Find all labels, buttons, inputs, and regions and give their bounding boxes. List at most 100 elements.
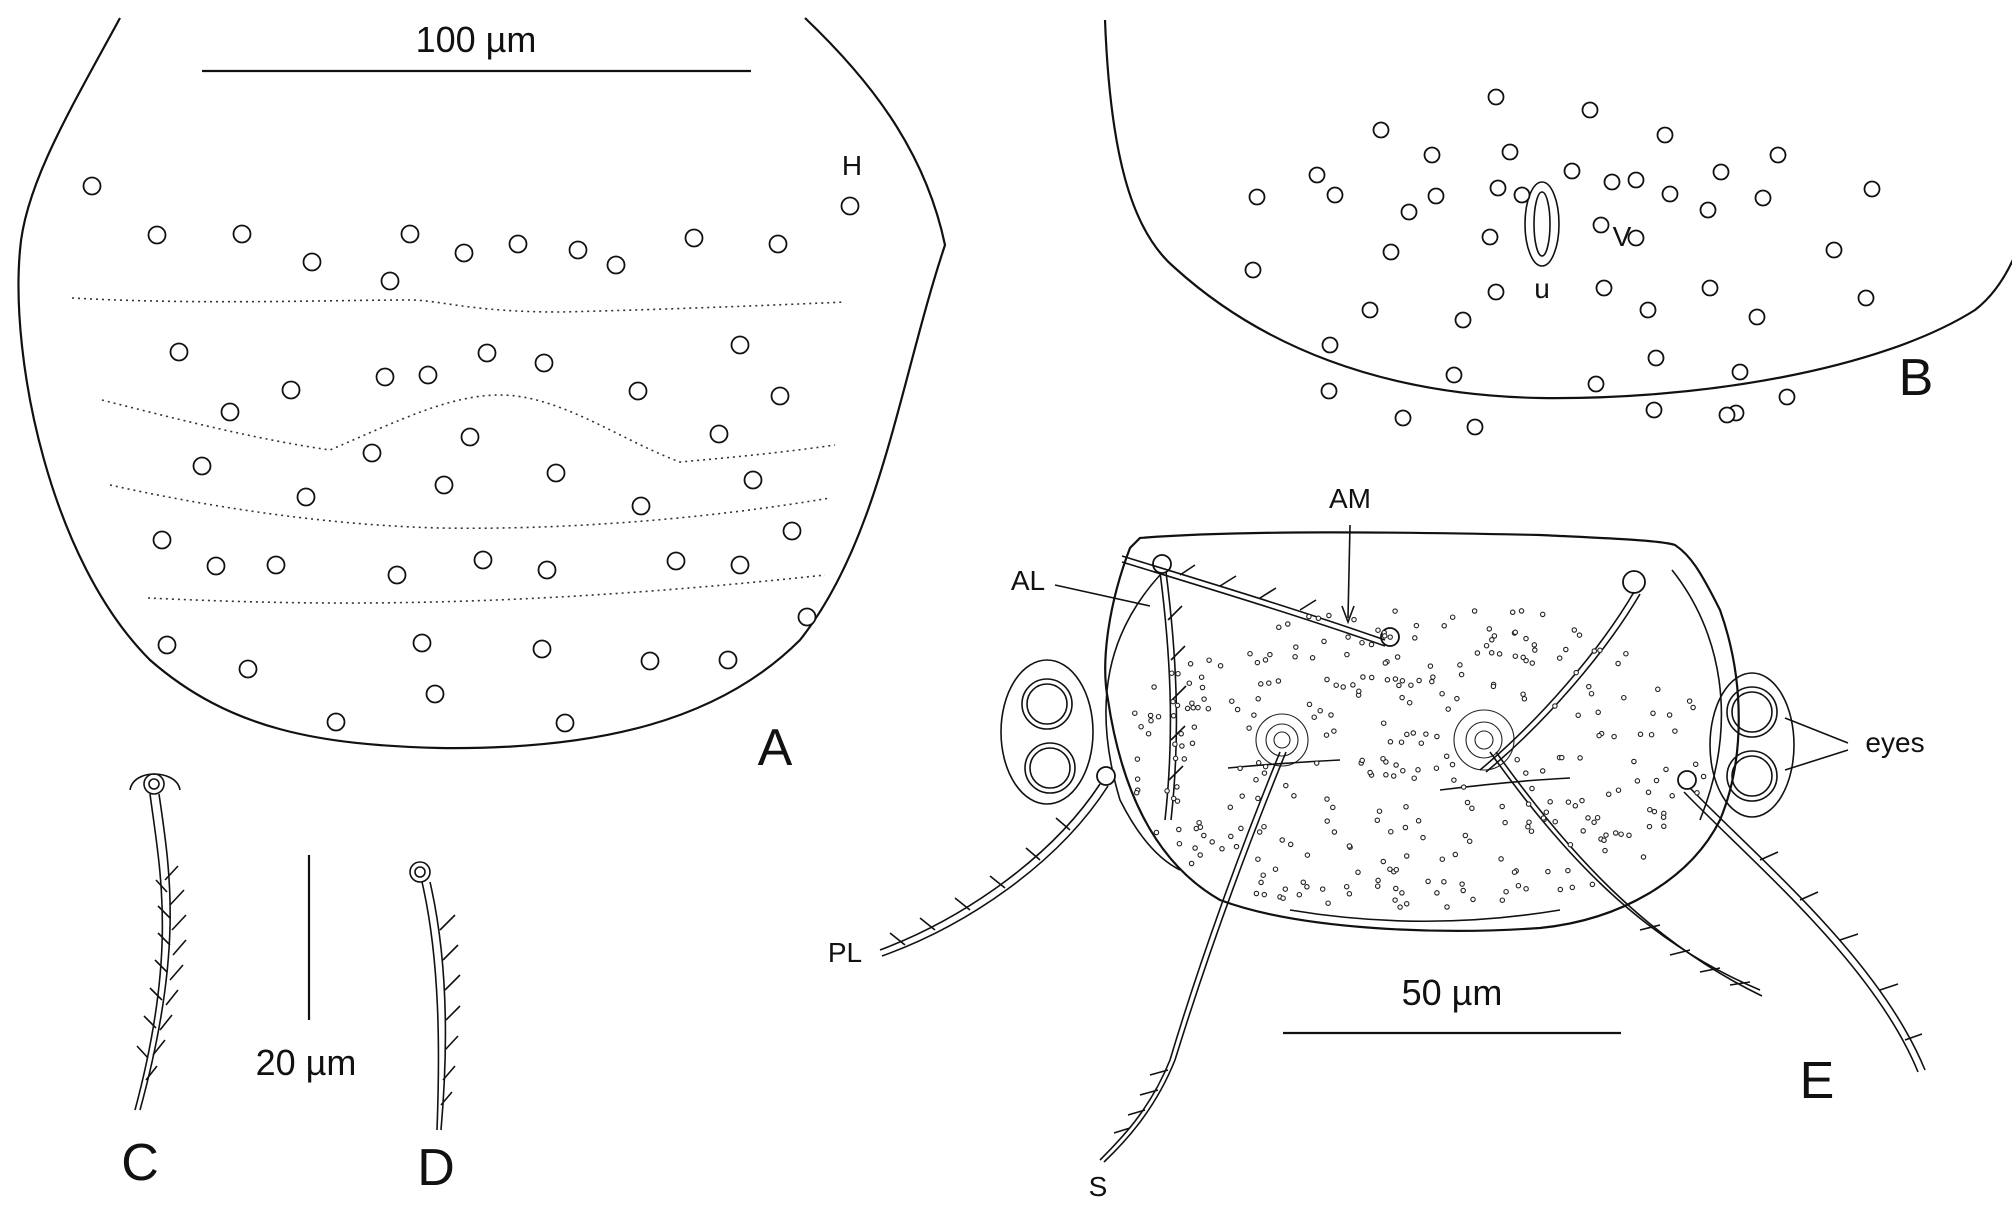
stipple-dot (1176, 826, 1182, 833)
pore (606, 255, 626, 275)
pore (220, 402, 240, 422)
stipple-dot (1285, 621, 1291, 627)
stipple-dot (1315, 615, 1322, 622)
stipple-dot (1526, 819, 1532, 825)
panel-letter-a: A (758, 719, 793, 777)
stipple-dot (1184, 705, 1191, 712)
pore (568, 240, 588, 260)
pore (477, 343, 497, 363)
stipple-dot (1234, 706, 1241, 713)
pore (82, 176, 102, 196)
stipple-dot (1408, 682, 1414, 688)
stipple-dot (1255, 795, 1261, 802)
stipple-dot (1576, 632, 1583, 638)
stipple-dot (1690, 704, 1696, 711)
panel-b-pores (1244, 88, 1881, 436)
pore (387, 565, 407, 585)
eye-left-outer (1000, 659, 1094, 805)
stipple-dot (1256, 829, 1263, 835)
stipple-dot (1449, 614, 1456, 620)
stipple-dot (1262, 763, 1269, 770)
stipple-dot (1651, 808, 1658, 815)
stipple-dot (1403, 804, 1409, 810)
stipple-dot (1591, 819, 1597, 826)
stipple-dot (1429, 678, 1435, 685)
stipple-dot (1458, 671, 1465, 678)
pore (1647, 349, 1665, 367)
stipple-dot (1418, 740, 1425, 746)
pore (302, 252, 322, 272)
stipple-dot (1313, 760, 1320, 766)
panel-letter-d: D (417, 1139, 455, 1197)
pore (782, 521, 802, 541)
stipple-dot (1496, 651, 1503, 657)
stipple-dot (1503, 888, 1509, 895)
stipple-dot (1138, 723, 1144, 730)
stipple-dot (1413, 622, 1420, 629)
pore (1248, 188, 1266, 206)
stipple-dot (1356, 688, 1362, 695)
stipple-dot (1653, 777, 1660, 784)
socket-right-anterior (1622, 570, 1646, 594)
stipple-dot (1397, 904, 1403, 910)
eye-left-1 (1021, 678, 1073, 730)
stipple-dot (1525, 801, 1532, 807)
stipple-dot (1666, 712, 1673, 718)
stipple-dot (1399, 694, 1405, 701)
stipple-dot (1661, 823, 1667, 830)
stipple-dot (1304, 852, 1311, 858)
stipple-dot (1330, 804, 1336, 811)
pore (1656, 126, 1674, 144)
pore (1701, 279, 1719, 297)
stipple-dot (1520, 654, 1526, 661)
stipple-dot (1594, 814, 1601, 821)
stipple-dot (1556, 655, 1563, 661)
pore (666, 551, 686, 571)
stipple-dot (1246, 725, 1252, 731)
pore (546, 463, 566, 483)
stipple-dot (1279, 837, 1285, 843)
stipple-dot (1188, 860, 1195, 867)
stipple-dot (1577, 755, 1583, 761)
stipple-dot (1509, 609, 1516, 616)
sensillum-left-core (1273, 731, 1291, 749)
stipple-dot (1219, 846, 1225, 852)
pore (266, 555, 286, 575)
stipple-dot (1557, 886, 1564, 893)
socket-al (1152, 554, 1172, 574)
stipple-dot (1360, 674, 1366, 680)
stipple-dot (1196, 819, 1202, 826)
stipple-dot (1351, 616, 1357, 623)
stipple-dot (1615, 660, 1621, 667)
pore (326, 712, 346, 732)
stipple-dot (1585, 815, 1591, 821)
stipple-dot (1393, 866, 1400, 873)
stipple-dot (1293, 644, 1299, 650)
stipple-dot (1262, 657, 1269, 663)
stipple-dot (1164, 788, 1170, 794)
stipple-dot (1588, 690, 1595, 697)
stipple-dot (1579, 797, 1585, 804)
pore (1769, 146, 1787, 164)
stipple-dot (1393, 762, 1399, 768)
pore (169, 342, 189, 362)
seta-s-left-edge (1103, 751, 1287, 1163)
stipple-dot (1387, 866, 1393, 872)
pore (1454, 311, 1472, 329)
pore (684, 228, 704, 248)
stipple-dot (1359, 639, 1365, 646)
pore (640, 651, 660, 671)
seta-pl-right-edge (1683, 791, 1919, 1073)
stipple-dot (1596, 732, 1602, 739)
head-posterior-ridge (1289, 909, 1561, 923)
stipple-dot (1280, 895, 1286, 901)
pore (1320, 382, 1338, 400)
label-am: AM (1329, 483, 1371, 514)
stipple-dot (1423, 731, 1429, 737)
socket-pl-left (1096, 766, 1116, 786)
stipple-dot (1190, 704, 1196, 711)
pore (631, 496, 651, 516)
label-u: u (1534, 273, 1550, 304)
stipple-dot (1376, 808, 1383, 814)
panel-b-outline (1103, 19, 2012, 400)
